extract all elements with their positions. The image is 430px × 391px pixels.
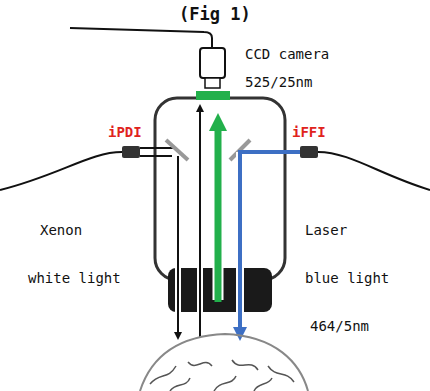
figure-title: (Fig 1): [179, 4, 251, 24]
light-tube: [140, 147, 176, 149]
port-name: iFFI: [292, 124, 326, 141]
brain-outline: [140, 334, 308, 391]
xenon-fiber: [0, 152, 122, 190]
source-name: Xenon: [40, 222, 82, 239]
brain-sulci: [150, 360, 294, 391]
emission-filter: [196, 91, 230, 100]
laser-fiber: [318, 152, 430, 190]
halo: [197, 106, 203, 338]
fluorescence-path: [215, 122, 222, 302]
fiber-connector: [300, 146, 318, 158]
halo: [175, 156, 181, 336]
source-name: white light: [28, 270, 121, 287]
camera-lens: [205, 78, 220, 88]
light-tube: [140, 155, 172, 157]
source-name: blue light: [305, 270, 389, 287]
reflected-light-path: [199, 108, 201, 338]
ccd-camera: [200, 48, 225, 78]
source-name: Laser: [305, 222, 347, 239]
port-name: iPDI: [108, 124, 142, 141]
filter-spec: 525/25nm: [245, 74, 312, 91]
laser-path: [240, 152, 300, 334]
filter-spec: 464/5nm: [310, 318, 369, 335]
excitation-white-path: [177, 156, 179, 336]
camera-cable: [70, 28, 212, 48]
fiber-connector: [122, 146, 140, 158]
part-name: CCD camera: [245, 46, 329, 63]
